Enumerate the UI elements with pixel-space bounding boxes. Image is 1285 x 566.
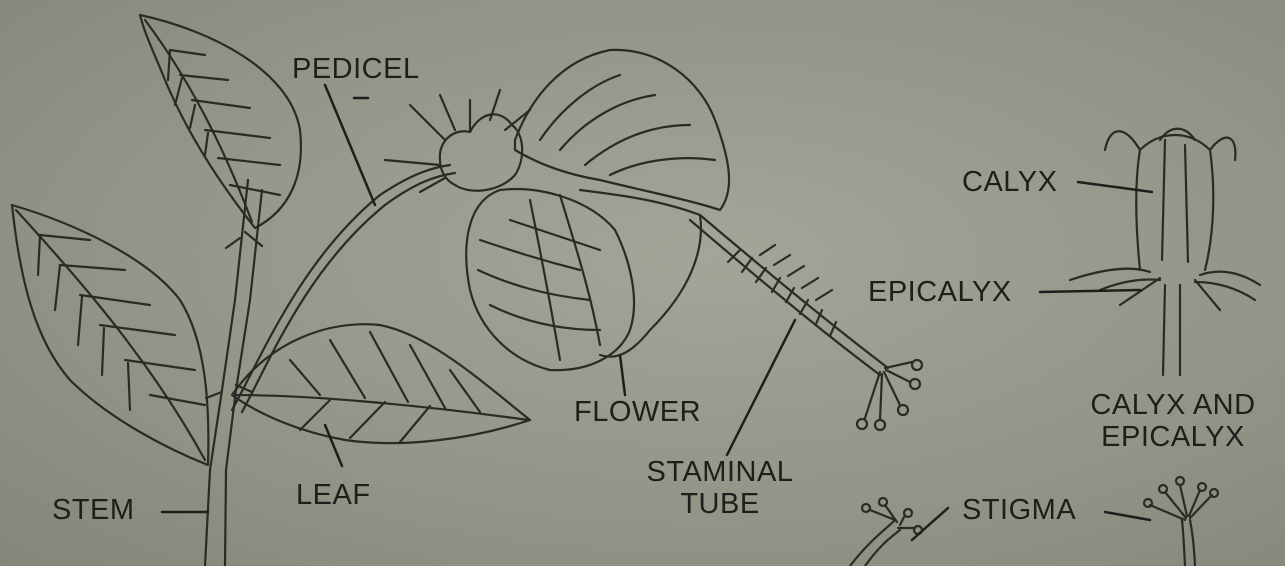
staminal-tube-label: STAMINAL TUBE	[620, 456, 820, 520]
calyx-label: CALYX	[962, 166, 1057, 198]
calyx-and-epicalyx-label: CALYX AND EPICALYX	[1068, 389, 1278, 453]
staminal-tube-leader	[727, 320, 795, 455]
stigma-leader-right	[1105, 512, 1150, 520]
leaf-leader	[325, 425, 342, 466]
epicalyx-leader	[1040, 290, 1140, 292]
staminal-tube-drawing	[690, 215, 922, 430]
flower-leader	[620, 355, 625, 395]
top-leaf-drawing	[140, 15, 301, 228]
epicalyx-label: EPICALYX	[868, 276, 1012, 308]
staminal-tube-line1: STAMINAL	[620, 456, 820, 488]
left-leaf-drawing	[12, 205, 208, 465]
middle-leaf-drawing	[232, 324, 530, 443]
calyx-and-epicalyx-line1: CALYX AND	[1068, 389, 1278, 421]
pedicel-leader	[325, 85, 375, 205]
flower-label: FLOWER	[574, 396, 701, 428]
calyx-and-epicalyx-line2: EPICALYX	[1068, 421, 1278, 453]
calyx-epicalyx-drawing	[1070, 129, 1260, 375]
staminal-tube-line2: TUBE	[620, 488, 820, 520]
calyx-leader	[1078, 182, 1152, 192]
stigma-leader-left	[912, 508, 948, 540]
leaf-label: LEAF	[296, 479, 371, 511]
flower-drawing	[385, 50, 729, 370]
pedicel-label: PEDICEL	[292, 53, 420, 85]
stem-label: STEM	[52, 494, 135, 526]
stigma-label: STIGMA	[962, 494, 1076, 526]
